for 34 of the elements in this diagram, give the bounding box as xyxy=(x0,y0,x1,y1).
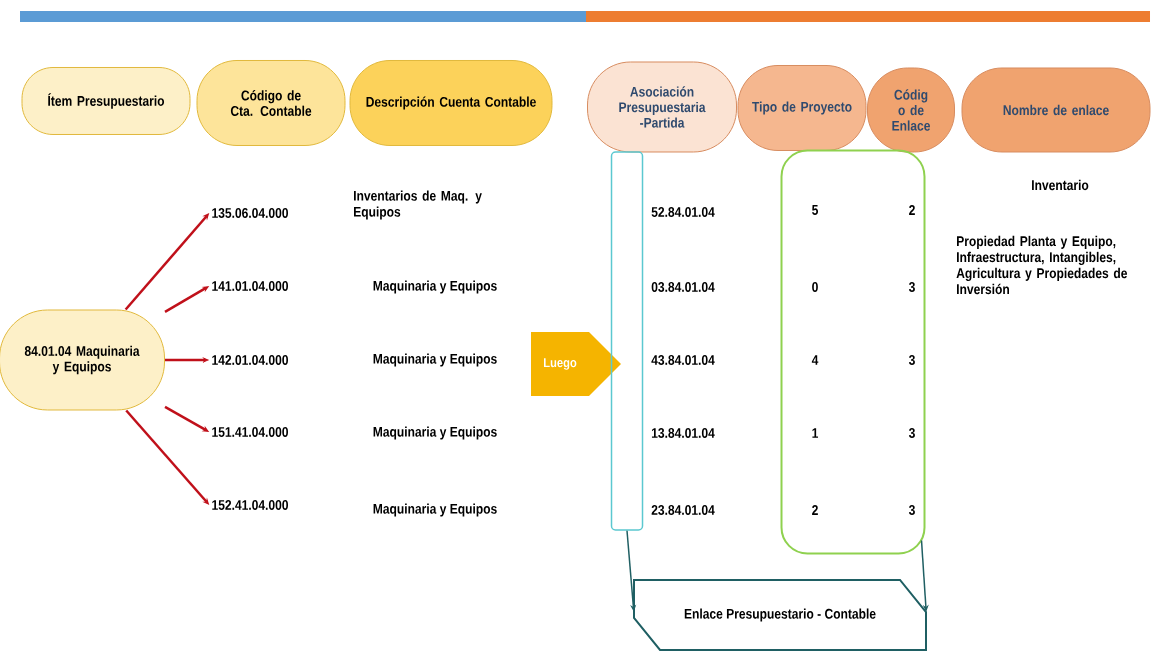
header-pill: Descripción Cuenta Contable xyxy=(349,60,553,146)
account-code: 141.01.04.000 xyxy=(212,281,288,291)
account-description: Maquinaria y Equipos xyxy=(373,503,497,517)
header-pill: Código de Cta. Contable xyxy=(196,60,346,146)
project-type: 1 xyxy=(812,428,819,438)
project-type: 0 xyxy=(812,282,818,292)
header-pill: Nombre de enlace xyxy=(961,67,1151,153)
account-code: 152.41.04.000 xyxy=(212,500,288,510)
header-pill: Asociación Presupuestaria -Partida xyxy=(587,61,737,153)
header-pill: Tipo de Proyecto xyxy=(737,65,867,151)
link-banner: Enlace Presupuestario - Contable xyxy=(633,579,927,651)
account-description: Inventarios de Maq. y Equipos xyxy=(354,190,482,220)
link-name: Propiedad Planta y Equipo, Infraestructura, Intangibles, Agricultura y Propiedades de Inversión xyxy=(956,235,1127,295)
link-code: 2 xyxy=(909,205,915,215)
header-pill: Códig o de Enlace xyxy=(867,67,955,153)
bracket-box xyxy=(610,151,644,531)
account-code: 142.01.04.000 xyxy=(212,355,288,365)
item-box: 84.01.04 Maquinaria y Equipos xyxy=(0,309,165,411)
bracket-box xyxy=(780,149,926,555)
project-type: 5 xyxy=(812,205,819,215)
account-code: 151.41.04.000 xyxy=(212,427,288,437)
link-code: 3 xyxy=(908,282,915,292)
account-description: Maquinaria y Equipos xyxy=(373,426,497,440)
project-type: 4 xyxy=(811,355,819,365)
account-description: Maquinaria y Equipos xyxy=(373,353,497,367)
account-code: 135.06.04.000 xyxy=(212,208,288,218)
link-name: Inventario xyxy=(1032,179,1089,191)
link-code: 3 xyxy=(908,505,915,515)
header-pill: Ítem Presupuestario xyxy=(21,67,191,135)
project-type: 2 xyxy=(812,505,818,515)
link-code: 3 xyxy=(908,428,915,438)
link-code: 3 xyxy=(908,355,915,365)
budget-code: 43.84.01.04 xyxy=(651,355,715,365)
account-description: Maquinaria y Equipos xyxy=(373,280,497,294)
